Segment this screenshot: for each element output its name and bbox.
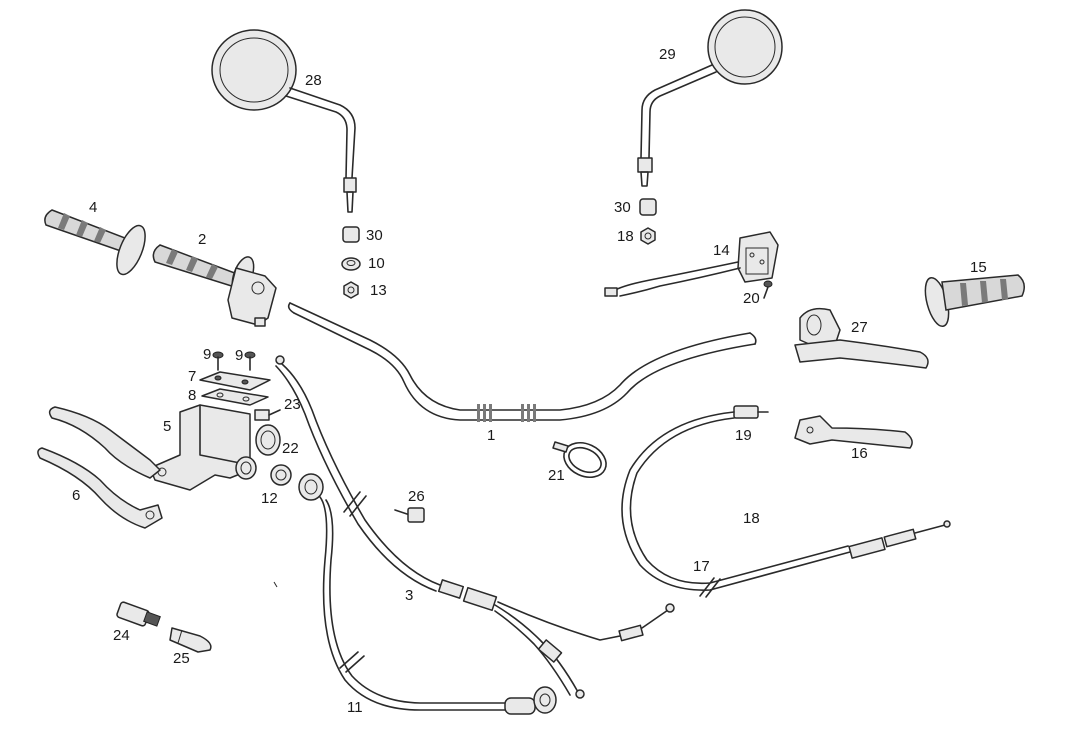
throttle-cable	[275, 355, 675, 699]
brake-master-cylinder	[149, 404, 281, 491]
label-4: 4	[89, 199, 98, 216]
label-22: 22	[282, 440, 299, 457]
brake-lever-a	[37, 406, 163, 529]
label-24: 24	[113, 627, 130, 644]
label-23: 23	[284, 396, 301, 413]
label-13: 13	[370, 282, 387, 299]
label-19: 19	[735, 427, 752, 444]
label-16: 16	[851, 445, 868, 462]
cable-tie-21	[552, 441, 607, 479]
cover-gasket	[201, 388, 269, 406]
clutch-lever	[794, 415, 913, 449]
screw-20	[763, 280, 773, 299]
label-2: 2	[198, 231, 207, 248]
bulb-24	[116, 601, 161, 627]
mirror-left	[211, 29, 357, 213]
label-1: 1	[487, 427, 496, 444]
label-12: 12	[261, 490, 278, 507]
label-11: 11	[347, 699, 363, 716]
label-15: 15	[970, 259, 987, 276]
label-30-b: 30	[614, 199, 631, 216]
stray-mark	[273, 581, 278, 588]
nut-13	[343, 281, 359, 299]
washer-10	[341, 257, 361, 271]
clutch-cable	[621, 411, 951, 598]
label-25: 25	[173, 650, 190, 667]
label-30-a: 30	[366, 227, 383, 244]
label-9-a: 9	[203, 346, 212, 363]
nut-18	[640, 227, 656, 245]
label-29: 29	[659, 46, 676, 63]
switch-14	[604, 231, 779, 297]
label-21: 21	[548, 467, 565, 484]
label-17: 17	[693, 558, 710, 575]
bolt-23	[254, 409, 281, 421]
left-grip	[44, 209, 146, 276]
brake-hose	[298, 473, 557, 715]
mirror-right	[637, 9, 783, 187]
reservoir-cover	[199, 371, 271, 391]
label-9-b: 9	[235, 347, 244, 364]
screw-a	[212, 351, 224, 371]
cap-25	[169, 627, 212, 653]
label-26: 26	[408, 488, 425, 505]
label-8: 8	[188, 387, 197, 404]
clutch-lever-holder	[794, 307, 929, 369]
screw-b	[244, 351, 256, 371]
label-5: 5	[163, 418, 172, 435]
adjuster-19	[733, 405, 769, 419]
label-27: 27	[851, 319, 868, 336]
label-6: 6	[72, 487, 81, 504]
label-28: 28	[305, 72, 322, 89]
right-grip	[924, 274, 1025, 328]
label-3: 3	[405, 587, 414, 604]
handlebar	[287, 302, 757, 422]
bolt-26	[394, 507, 425, 523]
label-18-a: 18	[743, 510, 760, 527]
label-14: 14	[713, 242, 730, 259]
label-7: 7	[188, 368, 197, 385]
label-10: 10	[368, 255, 385, 272]
label-20: 20	[743, 290, 760, 307]
label-18-b: 18	[617, 228, 634, 245]
spacer-30-a	[342, 226, 360, 243]
spacer-30-b	[639, 198, 657, 216]
throttle-grip	[152, 244, 277, 327]
washer-12	[270, 464, 292, 486]
